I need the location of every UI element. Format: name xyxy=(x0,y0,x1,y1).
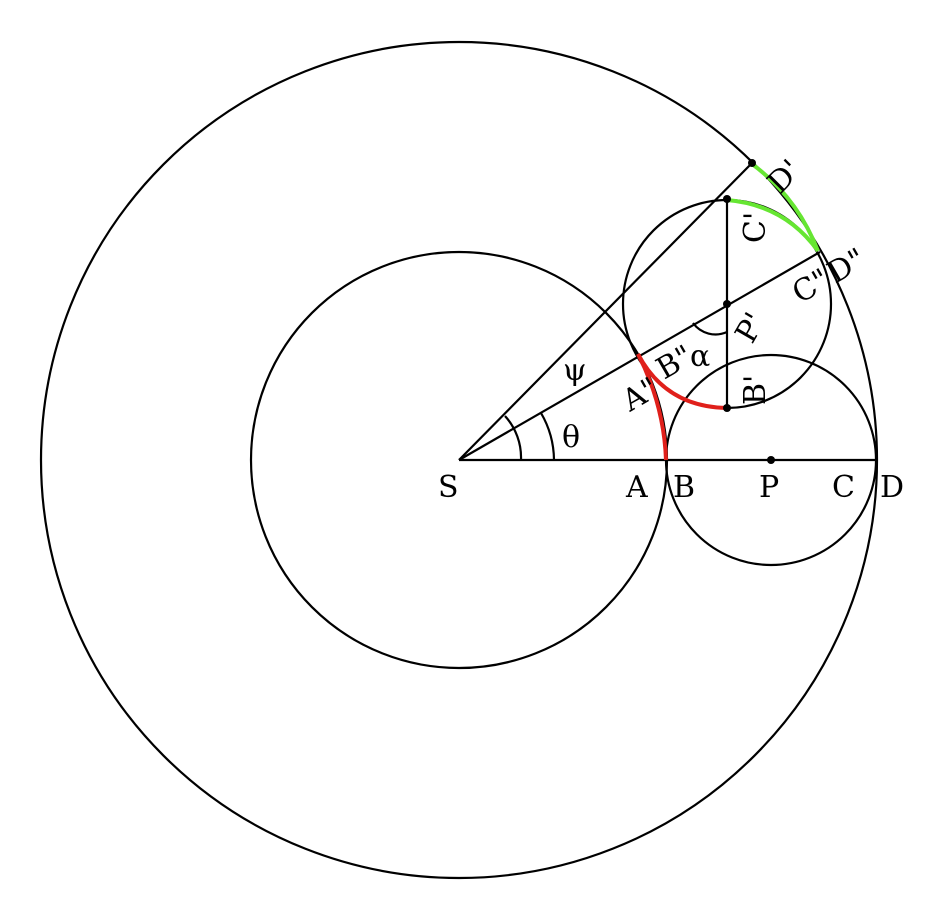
label-s: S xyxy=(438,470,459,505)
angle-psi-arc xyxy=(504,415,523,461)
label-alpha: α xyxy=(690,339,710,374)
label-b: B xyxy=(673,470,695,505)
label-d-prime: D' xyxy=(761,153,809,201)
line-sd-prime xyxy=(458,162,753,461)
label-c-prime: C' xyxy=(738,212,773,243)
label-p: P xyxy=(759,470,779,505)
label-d: D xyxy=(880,470,904,505)
label-p-prime: P' xyxy=(729,307,774,349)
point-b-prime xyxy=(723,404,731,412)
green-arc-c1-to-d2 xyxy=(726,198,820,253)
label-psi: ψ xyxy=(563,353,587,388)
label-c: C xyxy=(832,470,855,505)
label-b-prime: B' xyxy=(738,375,773,405)
point-p xyxy=(767,456,775,464)
angle-alpha-arc xyxy=(692,322,728,336)
red-arc-a2-to-b1 xyxy=(636,353,728,410)
label-theta: θ xyxy=(562,420,580,455)
green-arc-d1-to-d2 xyxy=(750,162,820,252)
angle-theta-arc xyxy=(540,412,556,461)
point-p-prime xyxy=(723,300,731,308)
point-c-prime xyxy=(723,195,731,203)
point-d-prime xyxy=(748,159,756,167)
label-a: A xyxy=(625,470,648,505)
